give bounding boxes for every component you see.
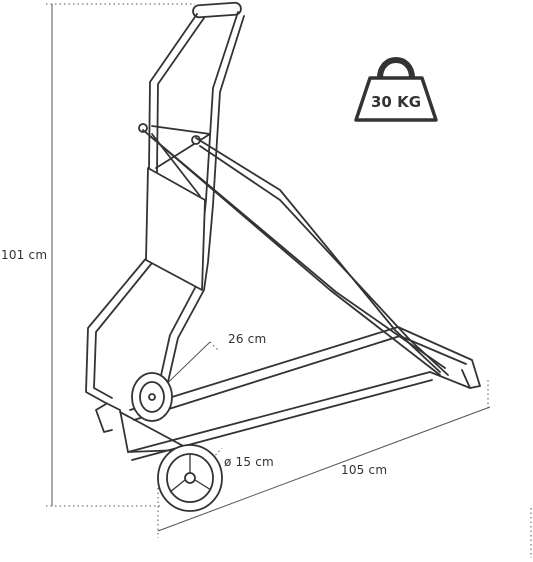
canvas-panel xyxy=(145,167,206,291)
front-wheel xyxy=(157,444,223,512)
right-upright-inner xyxy=(167,15,245,383)
front-base-rail-inner xyxy=(133,335,467,421)
width-axis-line xyxy=(157,406,491,532)
wheel-diameter-label: ø 15 cm xyxy=(224,455,274,469)
panel-diagonal-right xyxy=(155,133,211,169)
kettlebell-weight-icon xyxy=(377,57,415,81)
left-upright-outer xyxy=(85,13,198,453)
trolley-frame xyxy=(85,1,481,461)
weight-badge: 30 KG xyxy=(354,57,438,122)
back-wheel-hub xyxy=(148,393,156,401)
handle-grip xyxy=(192,1,242,19)
kettlebell-body xyxy=(354,76,438,122)
inner-side-strut-inner xyxy=(149,135,446,369)
depth-label: 26 cm xyxy=(228,332,267,346)
weight-label: 30 KG xyxy=(371,93,421,111)
front-base-rail xyxy=(129,326,481,411)
width-dimension xyxy=(157,380,532,558)
outer-side-strut xyxy=(195,137,441,373)
back-wheel xyxy=(131,372,173,422)
front-wheel-spokes xyxy=(169,455,212,493)
height-dimension xyxy=(46,3,195,507)
left-upright-inner xyxy=(93,17,205,399)
back-base-rail xyxy=(127,371,471,453)
depth-guide-top xyxy=(209,341,219,351)
rear-foot-hook xyxy=(95,403,113,433)
width-label: 105 cm xyxy=(341,463,388,477)
upper-crossbar xyxy=(151,125,211,135)
front-wheel-hub xyxy=(184,472,196,484)
height-label: 101 cm xyxy=(1,248,48,262)
left-hinge-bolt xyxy=(138,123,148,133)
